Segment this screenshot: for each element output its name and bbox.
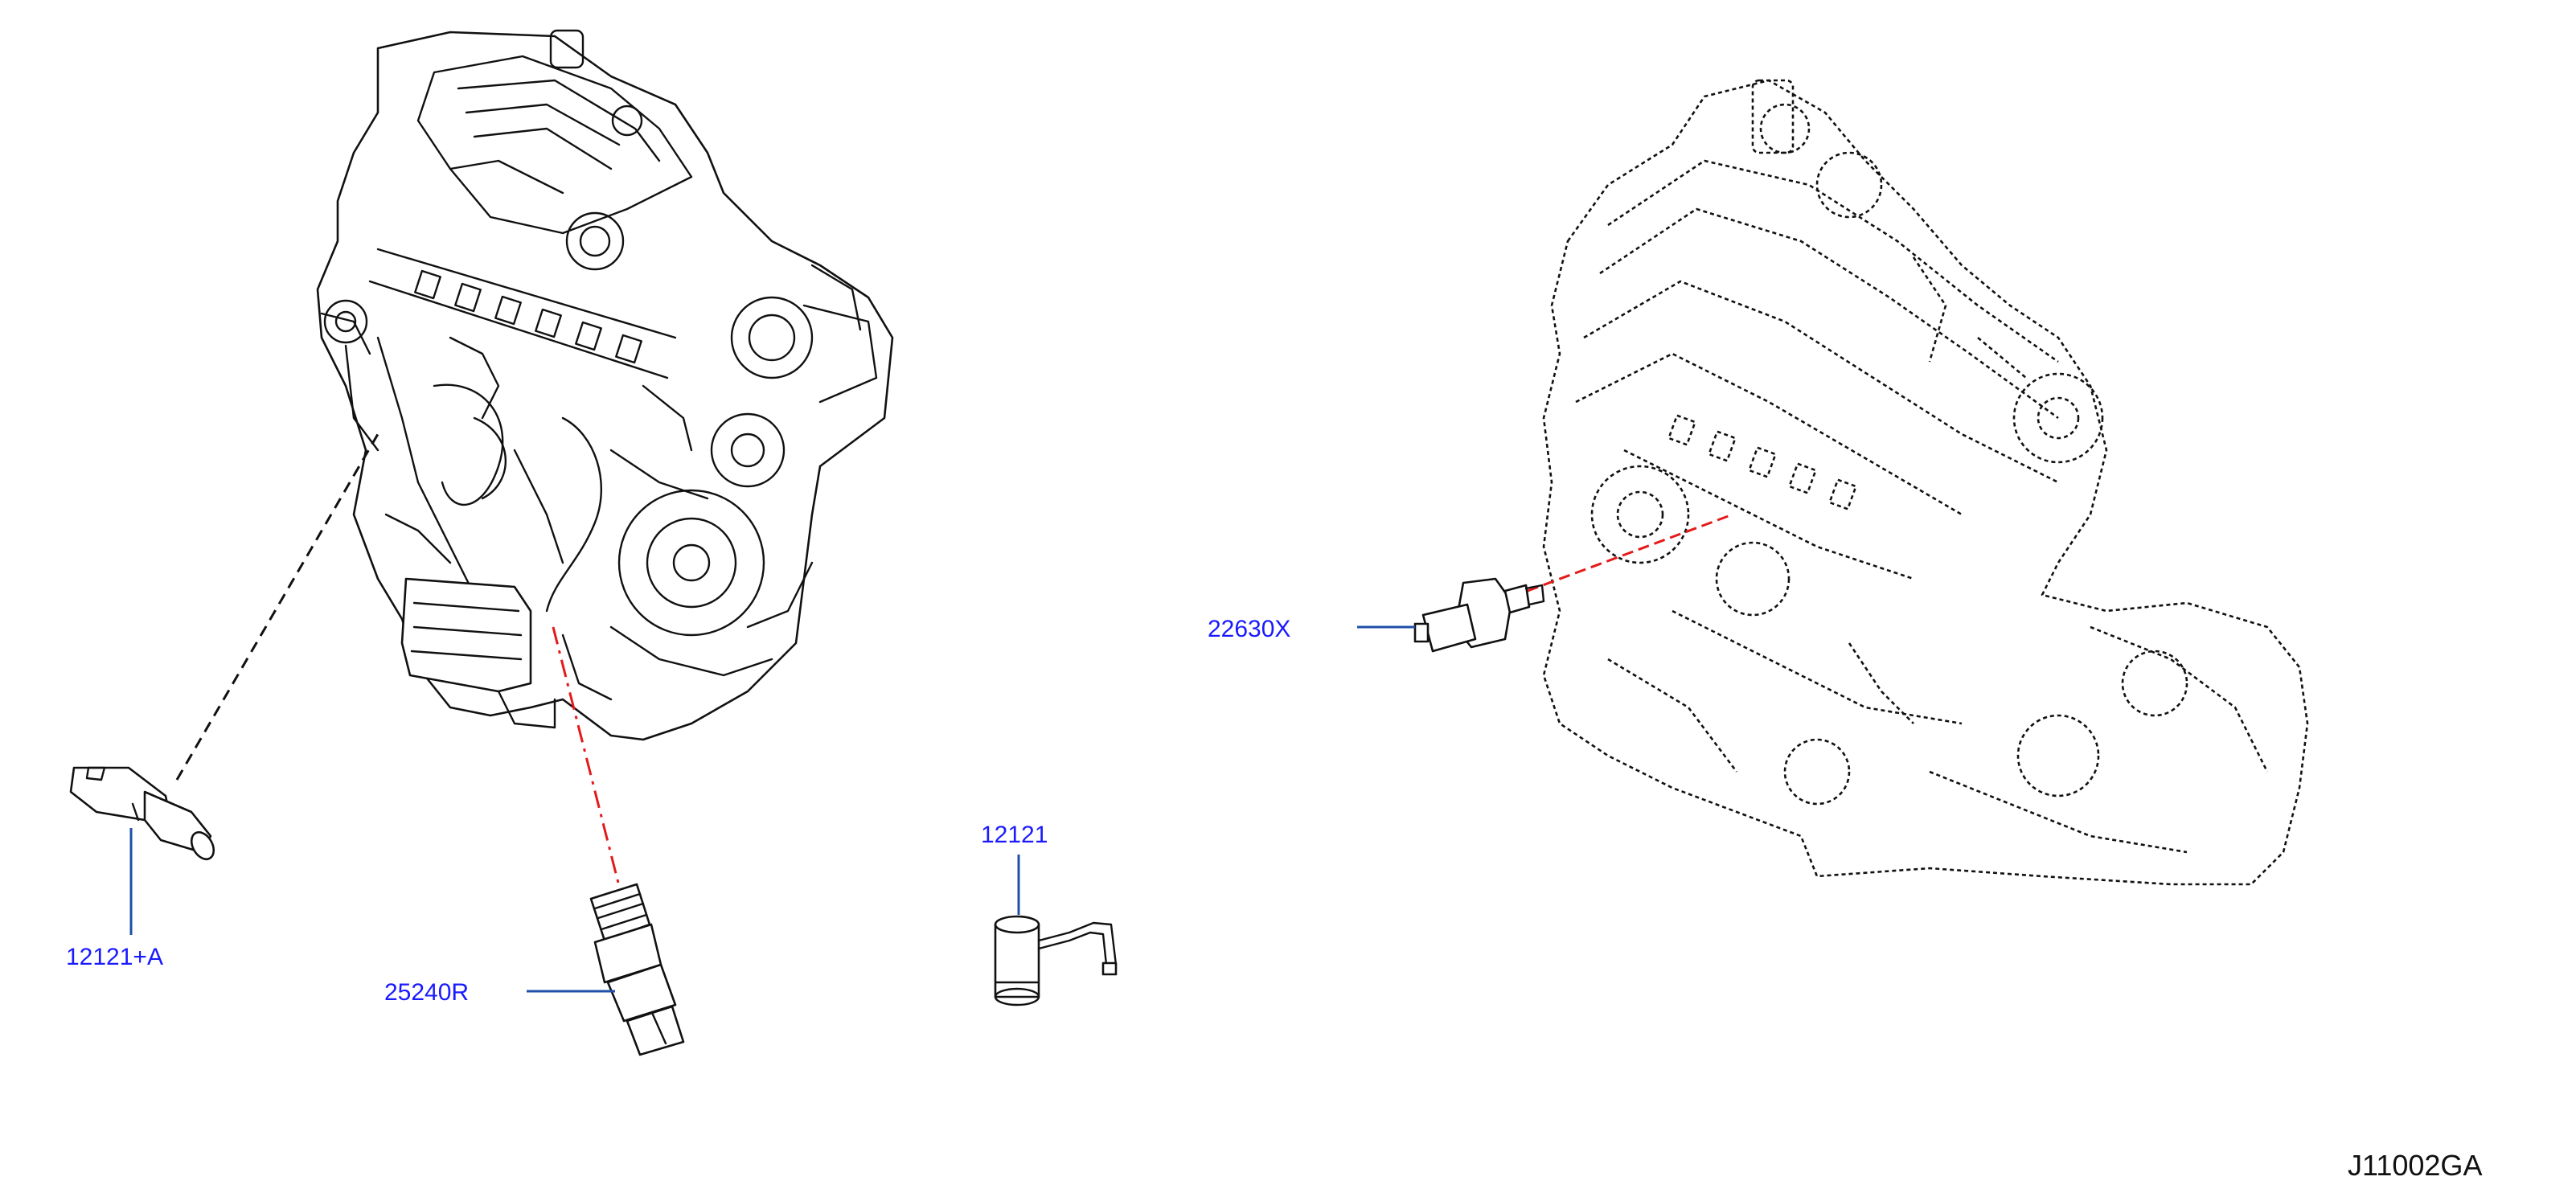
callout-12121[interactable]: 12121: [981, 822, 1048, 848]
engine-assembly-ghost: [1542, 79, 2309, 886]
oil-pressure-switch-part: [589, 883, 685, 1056]
engine-assembly-solid: [316, 29, 894, 741]
install-line-25240r: [552, 626, 622, 893]
sensor-12121-part: [994, 915, 1118, 1006]
temp-sensor-part: [1413, 577, 1545, 653]
diagram-code: J11002GA: [2348, 1149, 2482, 1182]
install-line-22630x: [1527, 513, 1733, 592]
callout-22630x[interactable]: 22630X: [1208, 616, 1290, 642]
callout-12121a[interactable]: 12121+A: [66, 944, 163, 970]
sensor-12121a-part: [69, 766, 215, 861]
install-line-12121a: [175, 433, 379, 781]
callout-25240r[interactable]: 25240R: [384, 979, 469, 1006]
